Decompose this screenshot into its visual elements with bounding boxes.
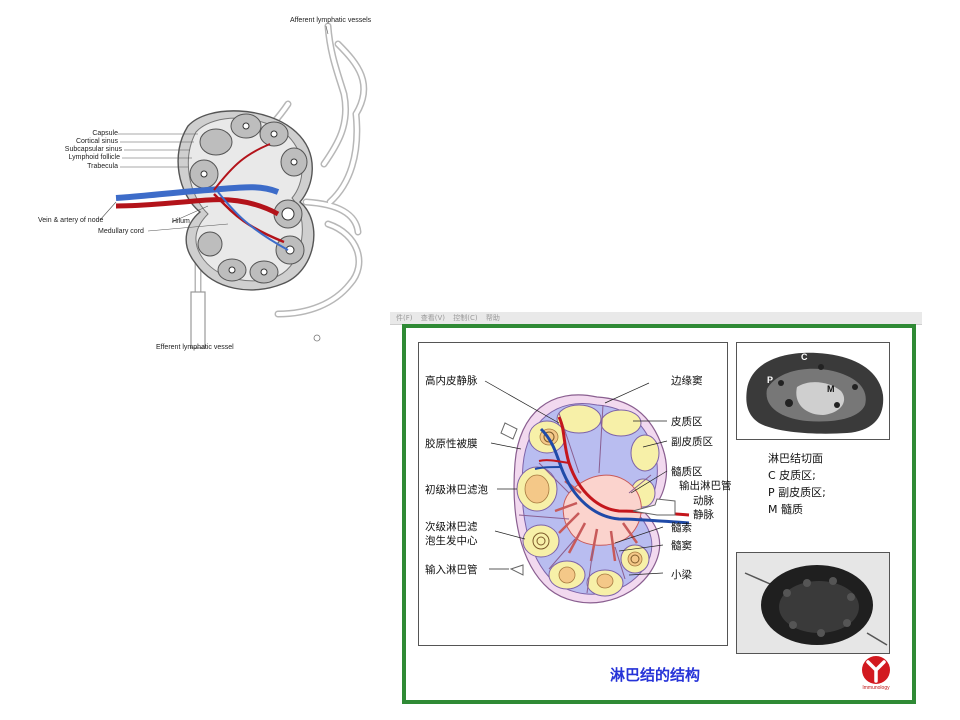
label-secondary-follicle-line1: 次级淋巴滤: [425, 521, 478, 533]
lymph-node-diagram-english: Afferent lymphatic vessels Capsule Corti…: [38, 14, 398, 354]
lymph-node-drawing: [99, 22, 368, 349]
label-afferent-duct: 输入淋巴管: [425, 564, 478, 576]
photo-mark-p: P: [767, 375, 774, 385]
vein: [115, 184, 280, 201]
label-capsule: Capsule: [92, 130, 118, 137]
lecture-slide: 件(F) 查看(V) 控制(C) 帮助: [390, 312, 922, 708]
label-vein-artery: Vein & artery of node: [38, 217, 104, 224]
leader-lines: [484, 380, 668, 576]
label-collagen-capsule: 胶原性被膜: [425, 438, 478, 450]
label-secondary-follicle-line2: 泡生发中心: [425, 535, 478, 547]
label-hev: 高内皮静脉: [425, 375, 478, 387]
legend-title: 淋巴结切面: [768, 452, 823, 465]
whole-node-photo-image: [737, 553, 889, 653]
photo-mark-c: C: [801, 352, 808, 362]
label-efferent: Efferent lymphatic vessel: [156, 344, 234, 351]
label-medullary-sinus: 髓窦: [671, 540, 692, 552]
legend-line-m: M 髓质: [768, 503, 803, 516]
label-medullary-cord: 髓索: [671, 522, 692, 534]
menu-file[interactable]: 件(F): [396, 314, 413, 322]
immunology-logo: Immunology: [858, 654, 894, 698]
chinese-diagram-panel: 高内皮静脉 边缘窦 皮质区 副皮质区 胶原性被膜 髓质区 输出淋巴管 初级淋巴滤…: [418, 342, 732, 646]
label-paracortex: 副皮质区: [671, 436, 713, 448]
slide-caption: 淋巴结的结构: [610, 666, 701, 684]
label-cortical-sinus: Cortical sinus: [75, 138, 118, 145]
label-trabecula: Trabecula: [87, 163, 118, 170]
label-efferent-duct: 输出淋巴管: [679, 480, 732, 492]
menu-help[interactable]: 帮助: [485, 314, 500, 322]
medullary-cords: [554, 480, 639, 562]
label-vein: 静脉: [693, 509, 714, 521]
section-photo-image: [746, 352, 884, 434]
menu-control[interactable]: 控制(C): [453, 314, 478, 322]
immunology-logo-icon: [862, 656, 890, 684]
legend-line-c: C 皮质区;: [768, 469, 816, 482]
label-afferent: Afferent lymphatic vessels: [290, 17, 372, 24]
legend-line-p: P 副皮质区;: [768, 486, 826, 499]
logo-text: Immunology: [862, 685, 890, 691]
label-medullary-cord: Medullary cord: [98, 228, 144, 235]
efferent-duct: [632, 498, 676, 516]
label-marginal-sinus: 边缘窦: [671, 375, 703, 387]
label-trabecula: 小梁: [671, 569, 692, 581]
efferent-vessel-tube: [190, 291, 206, 349]
label-lymphoid-follicle: Lymphoid follicle: [68, 154, 121, 161]
label-hilum: Hilum: [172, 218, 190, 225]
lymph-node-colored-drawing: [484, 380, 690, 604]
label-primary-follicle: 初级淋巴滤泡: [425, 484, 488, 496]
label-cortex: 皮质区: [671, 416, 703, 428]
section-photo: C P M: [736, 342, 890, 440]
menu-view[interactable]: 查看(V): [420, 314, 445, 322]
photo-mark-m: M: [827, 384, 835, 394]
vein-path: [539, 427, 690, 525]
label-artery: 动脉: [693, 495, 714, 507]
label-subcapsular-sinus: Subcapsular sinus: [64, 146, 122, 153]
whole-node-photo: [736, 552, 890, 654]
artery: [115, 197, 280, 217]
label-medulla: 髓质区: [671, 466, 703, 478]
slide-frame: 高内皮静脉 边缘窦 皮质区 副皮质区 胶原性被膜 髓质区 输出淋巴管 初级淋巴滤…: [402, 324, 916, 704]
photo-legend: 淋巴结切面 C 皮质区; P 副皮质区; M 髓质: [768, 450, 826, 518]
